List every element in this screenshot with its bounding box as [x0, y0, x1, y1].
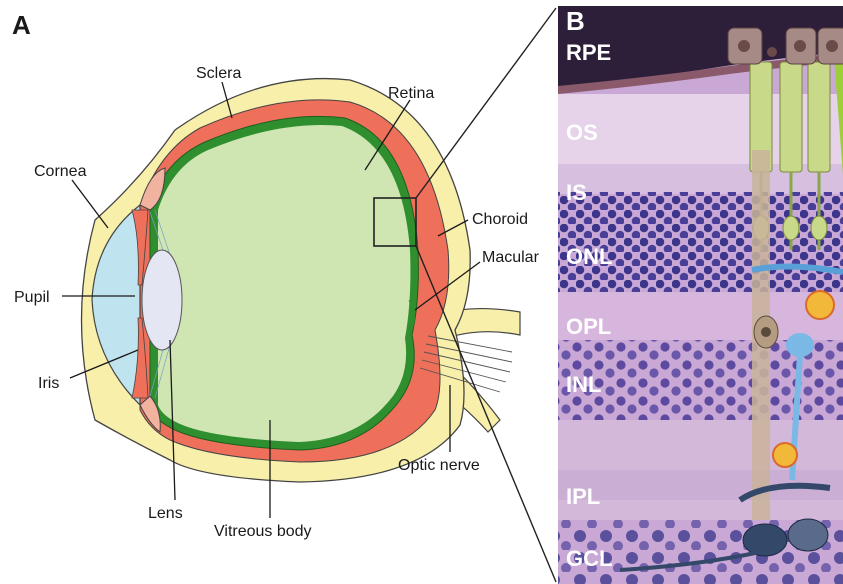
label-cornea: Cornea — [34, 163, 87, 180]
label-optic-nerve: Optic nerve — [398, 457, 480, 474]
layer-label-os: OS — [566, 120, 598, 145]
zoom-line-top — [416, 8, 556, 198]
lens — [142, 250, 182, 350]
panel-b-letter: B — [566, 6, 585, 36]
retina-histology — [558, 6, 843, 584]
eye-diagram — [82, 8, 557, 582]
layer-label-gcl: GCL — [566, 546, 612, 571]
layer-label-is: IS — [566, 180, 587, 205]
layer-label-opl: OPL — [566, 314, 611, 339]
layer-label-inl: INL — [566, 372, 601, 397]
label-lens: Lens — [148, 505, 183, 522]
label-vitreous-body: Vitreous body — [214, 523, 312, 540]
vitreous-body — [158, 125, 410, 442]
layer-label-ipl: IPL — [566, 484, 600, 509]
label-pupil: Pupil — [14, 289, 50, 306]
label-choroid: Choroid — [472, 211, 528, 228]
label-macular: Macular — [482, 249, 540, 266]
panel-a-letter: A — [12, 10, 31, 40]
layer-label-rpe: RPE — [566, 40, 611, 65]
label-retina: Retina — [388, 85, 434, 102]
layer-label-onl: ONL — [566, 244, 612, 269]
label-iris: Iris — [38, 375, 59, 392]
label-sclera: Sclera — [196, 65, 241, 82]
